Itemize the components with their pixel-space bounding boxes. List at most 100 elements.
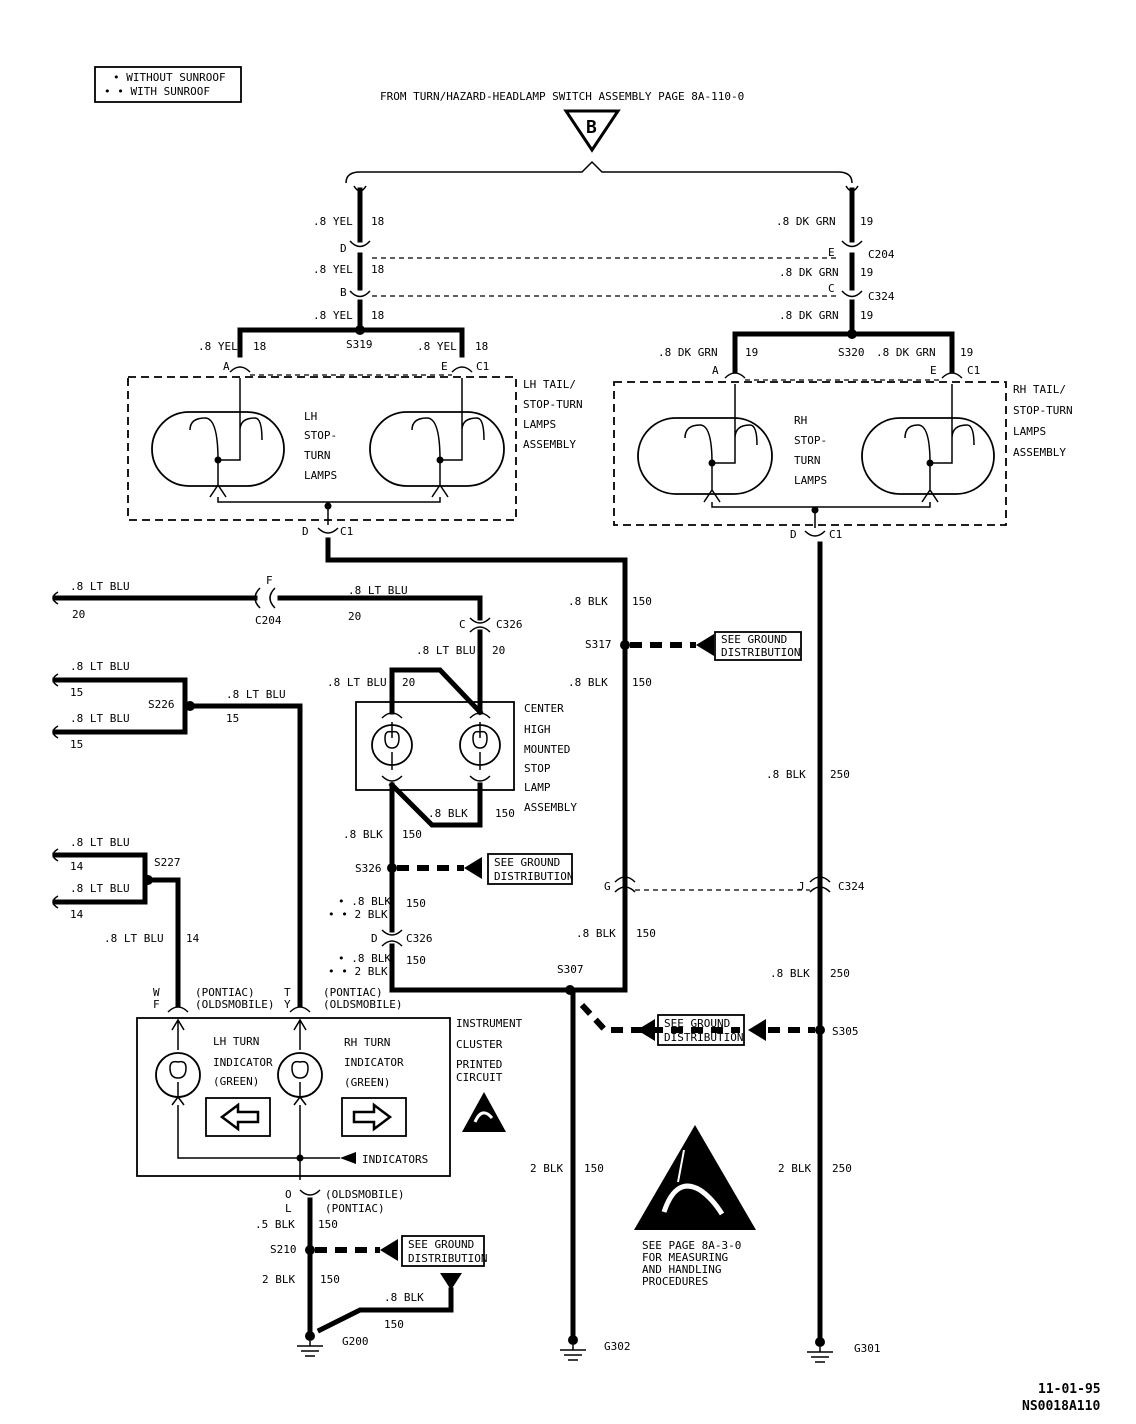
- blk-150-ckt-b: 150: [632, 676, 652, 689]
- lh-turn-node: [436, 456, 444, 464]
- lh-c1-label: C1: [340, 525, 353, 538]
- c324-top-label: C324: [868, 290, 895, 303]
- lh-pin-d: D: [302, 525, 309, 538]
- lh-pontiac: (PONTIAC): [195, 986, 255, 999]
- rh-turn-node: [926, 459, 934, 467]
- lh-c1-bottom: [317, 527, 339, 534]
- connector-dashes: [372, 257, 838, 297]
- ltblu-20-ckt-3: 20: [492, 644, 505, 657]
- g302-node: [568, 1335, 578, 1345]
- yel-label-3: .8 YEL: [313, 309, 353, 322]
- dkgrn-label-2: .8 DK GRN: [779, 266, 839, 279]
- blk-150-ckt-c: 150: [636, 927, 656, 940]
- chmsl-right-filament: [472, 722, 488, 770]
- lh-assy-3: LAMPS: [523, 418, 556, 431]
- blk-250-ckt-b: 250: [830, 967, 850, 980]
- gnd-oldsmobile: (OLDSMOBILE): [325, 1188, 404, 1201]
- blk-150-label-c: .8 BLK: [576, 927, 616, 940]
- s305-see-ground-2: DISTRIBUTION: [664, 1031, 743, 1044]
- rh-lamps-4: LAMPS: [794, 474, 827, 487]
- dkgrn-connector-arcs: [841, 240, 863, 298]
- s326-see-ground-box[interactable]: [487, 853, 573, 885]
- rh-turn-3: (GREEN): [344, 1076, 390, 1089]
- yel-connector-arcs: [349, 240, 371, 298]
- rh-arrow-box: [341, 1097, 407, 1137]
- cluster-box: [136, 1017, 451, 1177]
- c326-pin-c: C: [459, 618, 466, 631]
- rh-assy-3: LAMPS: [1013, 425, 1046, 438]
- lh-turn-1: LH TURN: [213, 1035, 259, 1048]
- c326-bottom-label: C326: [406, 932, 433, 945]
- lh-lamp-assembly-box: [127, 376, 517, 521]
- c324-j-arcs: [809, 876, 831, 893]
- ltblu-20-label-3: .8 LT BLU: [416, 644, 476, 657]
- indicators-label: INDICATORS: [362, 1153, 428, 1166]
- splice-s317-label: S317: [585, 638, 612, 651]
- lh-turn-filament: [169, 1060, 187, 1097]
- ltblu-20-break: [52, 591, 59, 605]
- cluster-3: PRINTED: [456, 1058, 502, 1071]
- s305-see-ground-box[interactable]: [657, 1014, 745, 1046]
- opt-blk-2b: • • 2 BLK: [328, 965, 388, 978]
- g301-node: [815, 1337, 825, 1347]
- splice-s210-label: S210: [270, 1243, 297, 1256]
- dkgrn-label-1: .8 DK GRN: [776, 215, 836, 228]
- ltblu-15-ckt-1: 15: [70, 686, 83, 699]
- opt-blk-2a: • • 2 BLK: [328, 908, 388, 921]
- ltblu-15-trunk: [187, 703, 303, 1008]
- cluster-pin-t: T: [284, 986, 291, 999]
- ltblu-14-label-3: .8 LT BLU: [104, 932, 164, 945]
- lh-turn-lamp: [369, 411, 505, 487]
- dkgrn-branch: [732, 331, 955, 373]
- c326-top-arcs: [469, 617, 491, 633]
- cluster-pin-y: Y: [284, 998, 291, 1011]
- opt-blk-1a: • .8 BLK: [338, 895, 391, 908]
- s305-see-ground-1: SEE GROUND: [664, 1017, 730, 1030]
- c204-pin-f: F: [266, 574, 273, 587]
- s210-return-label: .8 BLK: [384, 1291, 424, 1304]
- yel-ckt-1: 18: [371, 215, 384, 228]
- cluster-pin-f: F: [153, 998, 160, 1011]
- cluster-ground-node: [296, 1154, 304, 1162]
- rh-turn-2: INDICATOR: [344, 1056, 404, 1069]
- yel-label-2: .8 YEL: [313, 263, 353, 276]
- cluster-4: CIRCUIT: [456, 1071, 503, 1084]
- s210-see-ground-box[interactable]: [401, 1235, 485, 1267]
- chmsl-6: ASSEMBLY: [524, 801, 577, 814]
- c204-label: C204: [255, 614, 282, 627]
- yel-pin-b: B: [340, 286, 347, 299]
- cluster-2: CLUSTER: [456, 1038, 503, 1051]
- lh-lamps-4: LAMPS: [304, 469, 337, 482]
- lh-lamps-2: STOP-: [304, 429, 337, 442]
- s317-see-ground-1: SEE GROUND: [721, 633, 787, 646]
- esd-note-4: PROCEDURES: [642, 1275, 708, 1288]
- chmsl-2: HIGH: [524, 723, 551, 736]
- c204-top-label: C204: [868, 248, 895, 261]
- splice-s226-label: S226: [148, 698, 175, 711]
- chmsl-feed: [389, 667, 484, 716]
- splice-s210: [305, 1245, 315, 1255]
- lh-c1-top: C1: [476, 360, 489, 373]
- lh-stop-filaments: [189, 378, 263, 498]
- esd-small-hand: [473, 1111, 494, 1123]
- yel-break: [353, 185, 367, 192]
- s210-drop-arrow: [440, 1273, 462, 1290]
- splice-s317: [620, 640, 630, 650]
- opt-ckt-a: 150: [406, 897, 426, 910]
- yel-pin-d: D: [340, 242, 347, 255]
- ltblu-20-label-2: .8 LT BLU: [348, 584, 408, 597]
- rh-lamps-2: STOP-: [794, 434, 827, 447]
- blk-2-s210-label: 2 BLK: [262, 1273, 295, 1286]
- rh-assy-4: ASSEMBLY: [1013, 446, 1066, 459]
- s317-see-ground-box[interactable]: [714, 631, 802, 661]
- yel-ckt-4: 18: [253, 340, 266, 353]
- dkgrn-pin-c: C: [828, 282, 835, 295]
- s210-return-wire: [316, 1287, 454, 1334]
- cluster-pin-l: L: [285, 1202, 292, 1215]
- footer-code: NS0018A110: [1022, 1399, 1100, 1414]
- ltblu-15-label-2: .8 LT BLU: [70, 712, 130, 725]
- lh-assy-2: STOP-TURN: [523, 398, 583, 411]
- source-reference: FROM TURN/HAZARD-HEADLAMP SWITCH ASSEMBL…: [380, 90, 744, 103]
- g301-label: G301: [854, 1342, 881, 1355]
- ltblu-14-ckt-1: 14: [70, 860, 84, 873]
